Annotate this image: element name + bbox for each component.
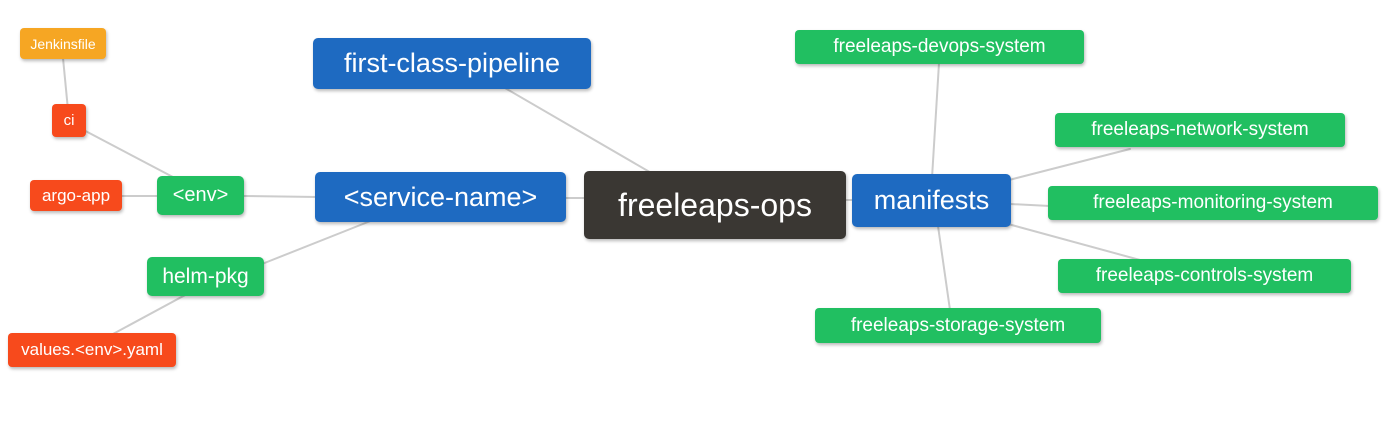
node-service-name[interactable]: <service-name> bbox=[315, 172, 566, 222]
node-freeleaps-ops-root[interactable]: freeleaps-ops bbox=[584, 171, 846, 239]
edge-env-service-name bbox=[243, 195, 319, 198]
node-first-class-pipeline[interactable]: first-class-pipeline bbox=[313, 38, 591, 89]
node-freeleaps-controls-system[interactable]: freeleaps-controls-system bbox=[1058, 259, 1351, 293]
node-manifests[interactable]: manifests bbox=[852, 174, 1011, 227]
node-freeleaps-network-system[interactable]: freeleaps-network-system bbox=[1055, 113, 1345, 147]
node-freeleaps-devops-system[interactable]: freeleaps-devops-system bbox=[795, 30, 1084, 64]
node-values-env-yaml[interactable]: values.<env>.yaml bbox=[8, 333, 176, 367]
edge-jenkinsfile-ci bbox=[62, 57, 69, 111]
edge-manifests-monitoring bbox=[1009, 203, 1051, 207]
edge-helm-pkg-service-name bbox=[261, 217, 379, 265]
node-helm-pkg[interactable]: helm-pkg bbox=[147, 257, 264, 296]
node-freeleaps-monitoring-system[interactable]: freeleaps-monitoring-system bbox=[1048, 186, 1378, 220]
edge-pipeline-root bbox=[504, 87, 661, 179]
edge-manifests-storage bbox=[937, 225, 951, 311]
edge-manifests-network bbox=[1008, 148, 1131, 181]
node-jenkinsfile[interactable]: Jenkinsfile bbox=[20, 28, 106, 59]
node-env[interactable]: <env> bbox=[157, 176, 244, 215]
node-freeleaps-storage-system[interactable]: freeleaps-storage-system bbox=[815, 308, 1101, 343]
edge-manifests-devops bbox=[931, 62, 940, 179]
node-argo-app[interactable]: argo-app bbox=[30, 180, 122, 211]
node-ci[interactable]: ci bbox=[52, 104, 86, 137]
edge-manifests-controls bbox=[1007, 223, 1141, 261]
